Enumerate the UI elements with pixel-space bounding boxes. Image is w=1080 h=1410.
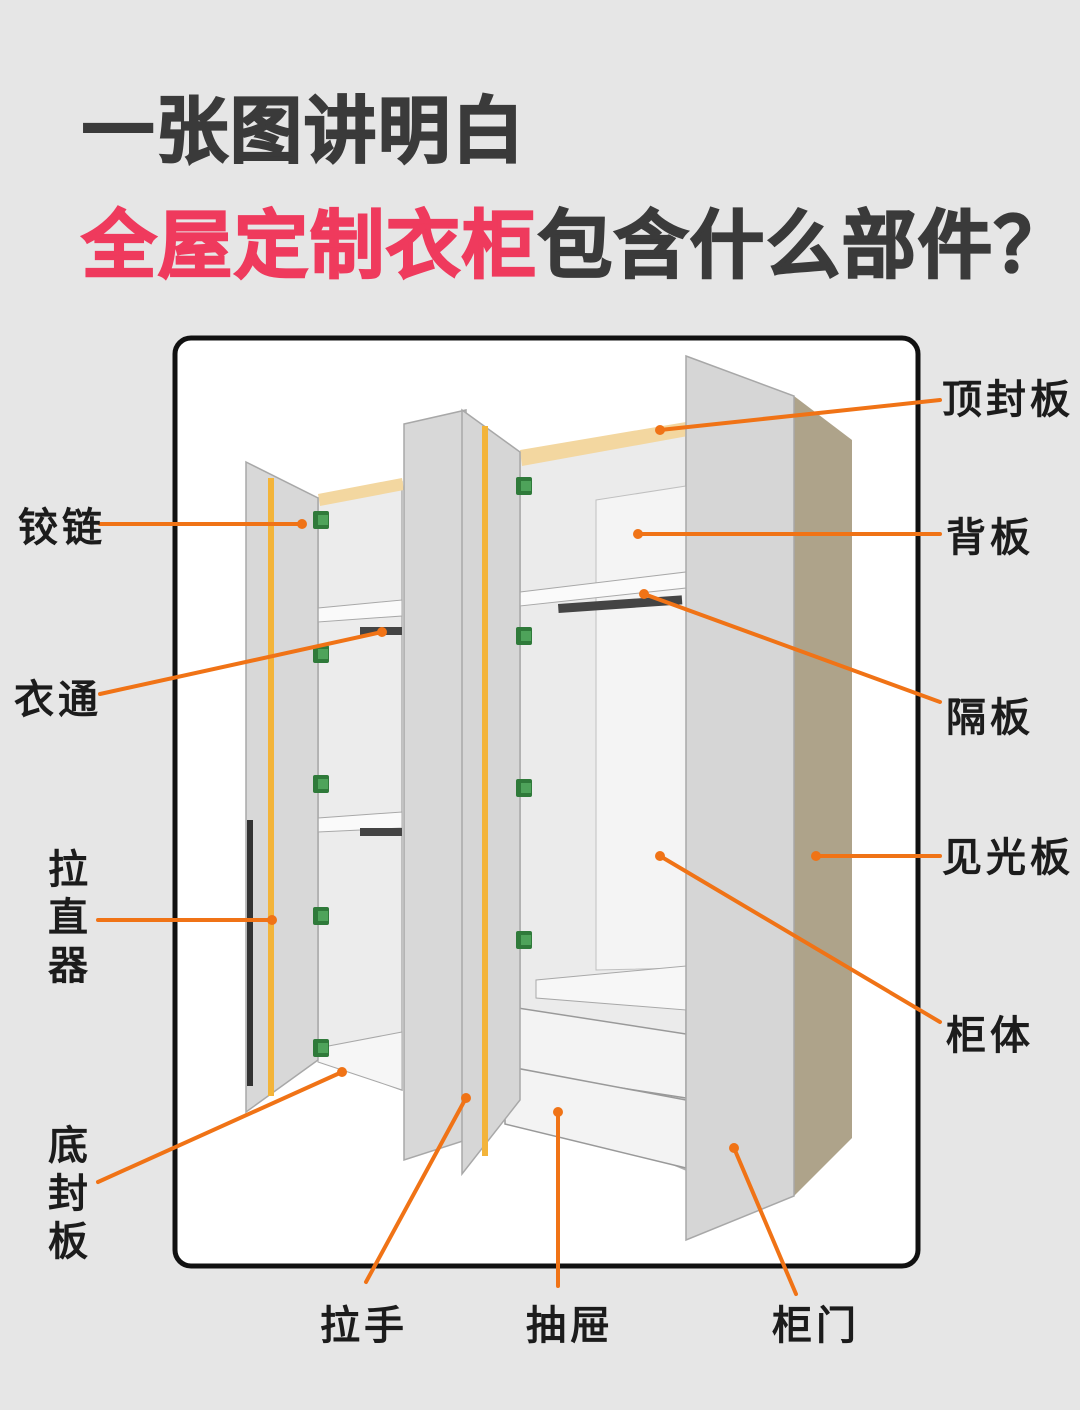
title-line-1: 一张图讲明白	[81, 88, 527, 174]
label-hinge: 铰链	[18, 505, 106, 551]
label-door-straightener: 拉直器	[41, 848, 87, 992]
door-panel-3	[461, 408, 521, 1177]
hinge-icon	[516, 779, 532, 797]
right-rod	[557, 595, 683, 613]
hinge-icon	[313, 775, 329, 793]
left-interior	[317, 481, 403, 1092]
left-top-seal	[318, 478, 404, 506]
label-handle: 拉手	[320, 1303, 408, 1349]
left-rod-2	[360, 828, 402, 836]
hinge-icon	[516, 627, 532, 645]
hinge-icon	[313, 511, 329, 529]
leader-lines	[96, 398, 942, 1296]
label-back-panel: 背板	[946, 515, 1034, 561]
hinge-icon	[516, 477, 532, 495]
label-cabinet-body: 柜体	[946, 1013, 1034, 1059]
label-cabinet-door: 柜门	[772, 1303, 860, 1349]
label-drawer: 抽屉	[526, 1303, 614, 1349]
title-line-2: 全屋定制衣柜包含什么部件？	[81, 186, 1070, 293]
door-panel-2	[403, 409, 467, 1162]
leader-handle	[364, 1096, 468, 1284]
label-hanging-rod: 衣通	[14, 677, 102, 723]
left-door	[245, 460, 319, 1114]
leader-shelf	[642, 592, 942, 704]
hinge-icon	[516, 931, 532, 949]
title-rest: 包含什么部件？	[537, 202, 1070, 290]
leader-top-seal	[658, 398, 942, 432]
title-highlight: 全屋定制衣柜	[81, 202, 538, 290]
hinge-icon	[313, 1039, 329, 1057]
door-straightener-middle	[482, 426, 488, 1156]
right-door	[685, 354, 795, 1242]
leader-bottom-seal	[96, 1070, 344, 1184]
visible-side-panel	[794, 396, 852, 1196]
leader-cabinet-door	[732, 1146, 798, 1296]
label-shelf: 隔板	[946, 695, 1034, 741]
handle-left	[247, 820, 253, 1086]
leader-hanging-rod	[98, 630, 384, 696]
label-bottom-seal: 底封板	[41, 1124, 87, 1268]
right-top-seal	[520, 422, 688, 466]
hinge-icon	[313, 907, 329, 925]
door-straightener-left	[268, 478, 274, 1096]
leader-cabinet-body	[658, 854, 942, 1024]
label-side-panel: 见光板	[942, 835, 1074, 881]
back-panel	[595, 485, 687, 971]
label-top-seal: 顶封板	[942, 377, 1074, 423]
